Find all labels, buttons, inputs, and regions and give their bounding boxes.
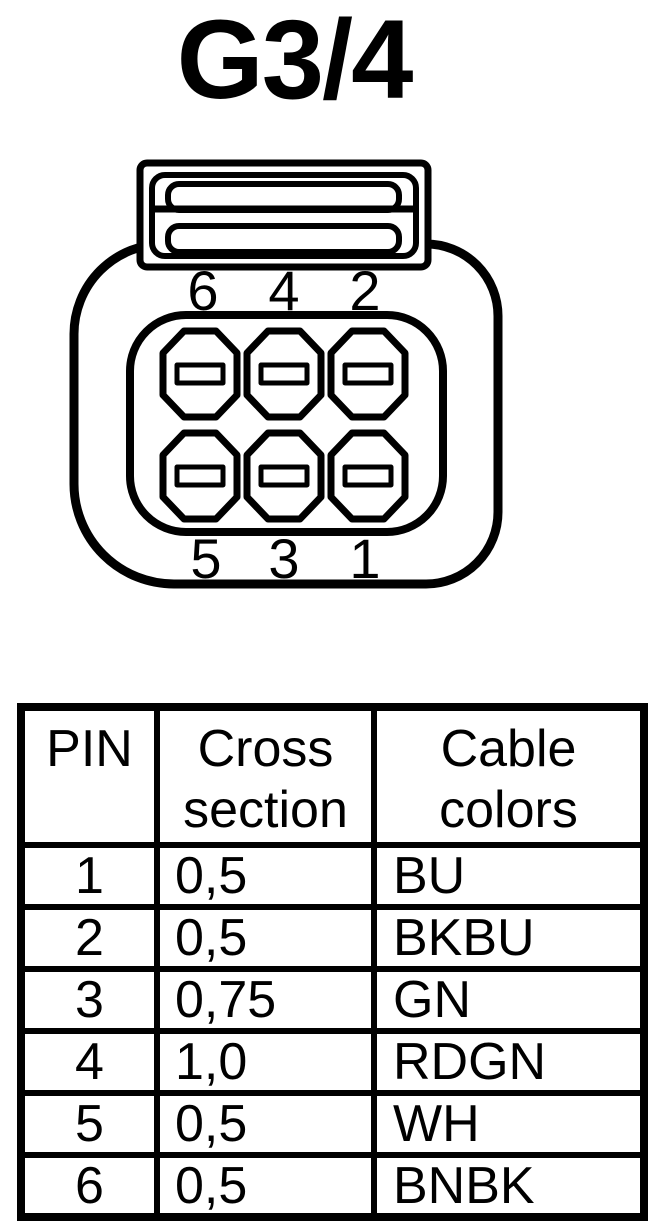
pin-label-2: 2	[349, 259, 380, 322]
pin-field	[126, 311, 447, 536]
connector-diagram: 6 4 2 5 3 1	[69, 159, 503, 590]
table-row: 2 0,5 BKBU	[18, 904, 647, 972]
connector-title: G3/4	[176, 0, 414, 122]
pin-label-1: 1	[349, 527, 380, 590]
pin-cavity-2	[327, 327, 409, 421]
cable-color-value: BU	[371, 842, 647, 910]
cable-color-value: RDGN	[371, 1028, 647, 1096]
latch-bar-bottom	[165, 223, 402, 255]
cross-section-value: 0,5	[154, 842, 377, 910]
pin-label-4: 4	[268, 259, 299, 322]
table-header-row: PIN Cross section Cable colors	[18, 704, 647, 848]
pin-number: 6	[18, 1152, 160, 1220]
table-row: 3 0,75 GN	[18, 966, 647, 1034]
header-pin: PIN	[18, 704, 160, 848]
table-row: 5 0,5 WH	[18, 1090, 647, 1158]
cross-section-value: 0,5	[154, 904, 377, 972]
pin-number: 5	[18, 1090, 160, 1158]
pin-label-3: 3	[268, 527, 299, 590]
cross-section-value: 0,5	[154, 1090, 377, 1158]
pin-slot-3	[258, 464, 310, 488]
pinout-table: PIN Cross section Cable colors 1 0,5 BU …	[17, 703, 648, 1221]
cable-color-value: BKBU	[371, 904, 647, 972]
cross-section-value: 1,0	[154, 1028, 377, 1096]
table-row: 4 1,0 RDGN	[18, 1028, 647, 1096]
pin-cavity-6	[159, 327, 241, 421]
table-row: 6 0,5 BNBK	[18, 1152, 647, 1220]
pin-cavity-3	[243, 429, 325, 523]
pin-cavity-5	[159, 429, 241, 523]
pin-number: 1	[18, 842, 160, 910]
cable-color-value: GN	[371, 966, 647, 1034]
pin-number: 4	[18, 1028, 160, 1096]
header-cross-section: Cross section	[154, 704, 377, 848]
pin-label-5: 5	[190, 527, 221, 590]
pin-slot-4	[258, 362, 310, 386]
latch-tab	[136, 159, 432, 271]
pin-slot-1	[342, 464, 394, 488]
pin-cavity-4	[243, 327, 325, 421]
cable-color-value: BNBK	[371, 1152, 647, 1220]
pin-label-6: 6	[187, 259, 218, 322]
pin-slot-6	[174, 362, 226, 386]
cable-color-value: WH	[371, 1090, 647, 1158]
pin-number: 2	[18, 904, 160, 972]
pin-cavity-1	[327, 429, 409, 523]
pin-slot-2	[342, 362, 394, 386]
pin-slot-5	[174, 464, 226, 488]
cross-section-value: 0,75	[154, 966, 377, 1034]
table-row: 1 0,5 BU	[18, 842, 647, 910]
header-cable-colors: Cable colors	[371, 704, 647, 848]
cross-section-value: 0,5	[154, 1152, 377, 1220]
latch-bar-top	[165, 181, 402, 213]
pin-number: 3	[18, 966, 160, 1034]
